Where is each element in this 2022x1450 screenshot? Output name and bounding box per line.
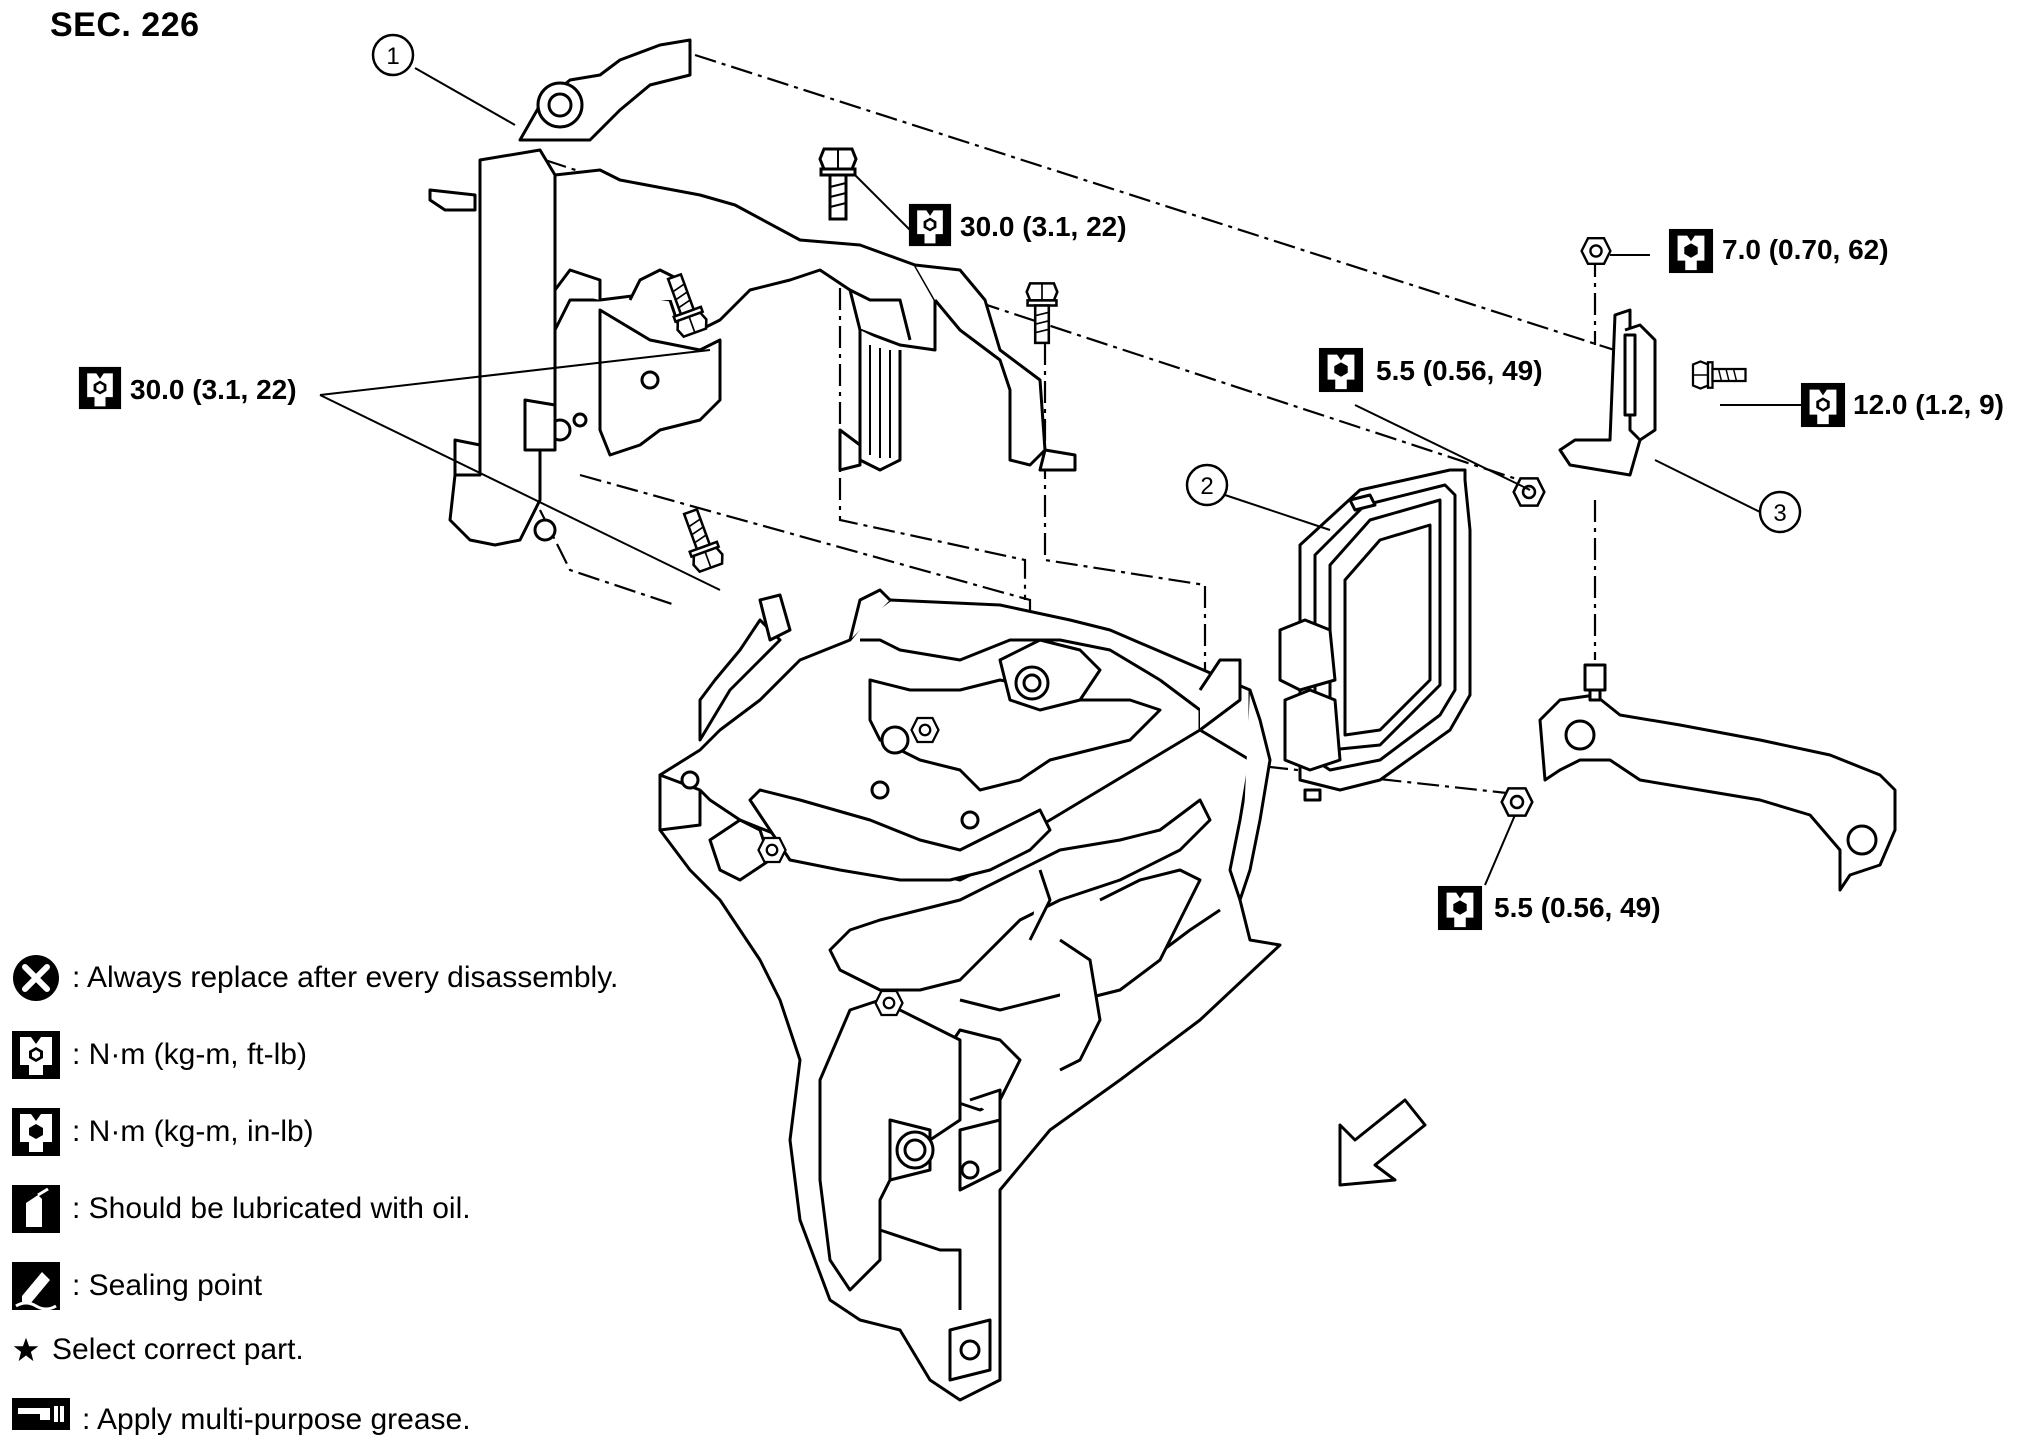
torque-label-bracket-nut: 7.0 (0.70, 62) [1668,228,1889,274]
legend-row-star: Select correct part. [10,1320,304,1380]
bolt-left-lower [674,505,727,575]
svg-text:7.0 (0.70, 62): 7.0 (0.70, 62) [1722,234,1889,265]
sealing-point-icon [10,1260,62,1312]
ecm-nut-upper [1512,477,1546,507]
svg-text:3: 3 [1773,500,1786,527]
tray-nut-1 [910,716,940,744]
bracket-nut [1580,236,1612,265]
bracket-bolt [1691,360,1747,390]
legend-row-sealing: : Sealing point [10,1256,262,1316]
legend-text: : Always replace after every disassembly… [72,961,619,994]
legend-text: : N·m (kg-m, in-lb) [72,1115,314,1148]
tray-nut-3 [874,989,904,1017]
svg-text:30.0 (3.1, 22): 30.0 (3.1, 22) [130,374,297,405]
front-arrow [1338,1098,1427,1187]
always-replace-icon [10,952,62,1004]
legend-text: Select correct part. [52,1333,304,1366]
torque-label-left-bolts: 30.0 (3.1, 22) [78,366,297,410]
callout-3: 3 [1758,490,1802,534]
legend-row-grease: : Apply multi-purpose grease. [10,1390,471,1450]
legend-text: : Sealing point [72,1269,263,1302]
svg-text:30.0 (3.1, 22): 30.0 (3.1, 22) [960,211,1127,242]
legend-row-always-replace: : Always replace after every disassembly… [10,948,618,1008]
legend-row-oil: : Should be lubricated with oil. [10,1179,471,1239]
ecm-module [1278,468,1472,802]
bolt-middle [1025,282,1059,345]
legend-text: : Should be lubricated with oil. [72,1192,471,1225]
torque-label-ecm-nut-lower: 5.5 (0.56, 49) [1437,885,1661,931]
small-bracket [1558,308,1657,477]
legend-row-ft-lb: : N·m (kg-m, ft-lb) [10,1025,307,1085]
legend-row-in-lb: : N·m (kg-m, in-lb) [10,1102,314,1162]
svg-text:2: 2 [1200,473,1213,500]
torque-label-top-bolt: 30.0 (3.1, 22) [908,203,1127,247]
oil-can-icon [10,1183,62,1235]
torque-in-lb-icon [10,1106,62,1158]
battery-tray [658,588,1282,1402]
torque-ft-lb-icon [10,1029,62,1081]
support-arm [1538,663,1897,892]
legend-text: : Apply multi-purpose grease. [82,1403,471,1436]
ecm-nut-lower [1500,787,1534,817]
torque-label-bracket-bolt: 12.0 (1.2, 9) [1800,382,2004,428]
svg-text:5.5 (0.56, 49): 5.5 (0.56, 49) [1494,892,1661,923]
grease-icon [10,1394,72,1446]
svg-text:12.0 (1.2, 9): 12.0 (1.2, 9) [1853,389,2004,420]
star-icon [10,1324,42,1376]
upper-bracket [428,38,1077,547]
section-label: SEC. 226 [50,6,200,44]
bolt-top [818,147,858,221]
torque-label-ecm-nut-upper: 5.5 (0.56, 49) [1318,347,1543,393]
legend-text: : N·m (kg-m, ft-lb) [72,1038,307,1071]
callout-2: 2 [1185,463,1229,507]
svg-text:5.5 (0.56, 49): 5.5 (0.56, 49) [1376,355,1543,386]
callout-1: 1 [371,33,415,77]
callout-leaders [319,67,1810,886]
tray-nut-2 [757,836,787,864]
svg-text:1: 1 [386,43,399,70]
